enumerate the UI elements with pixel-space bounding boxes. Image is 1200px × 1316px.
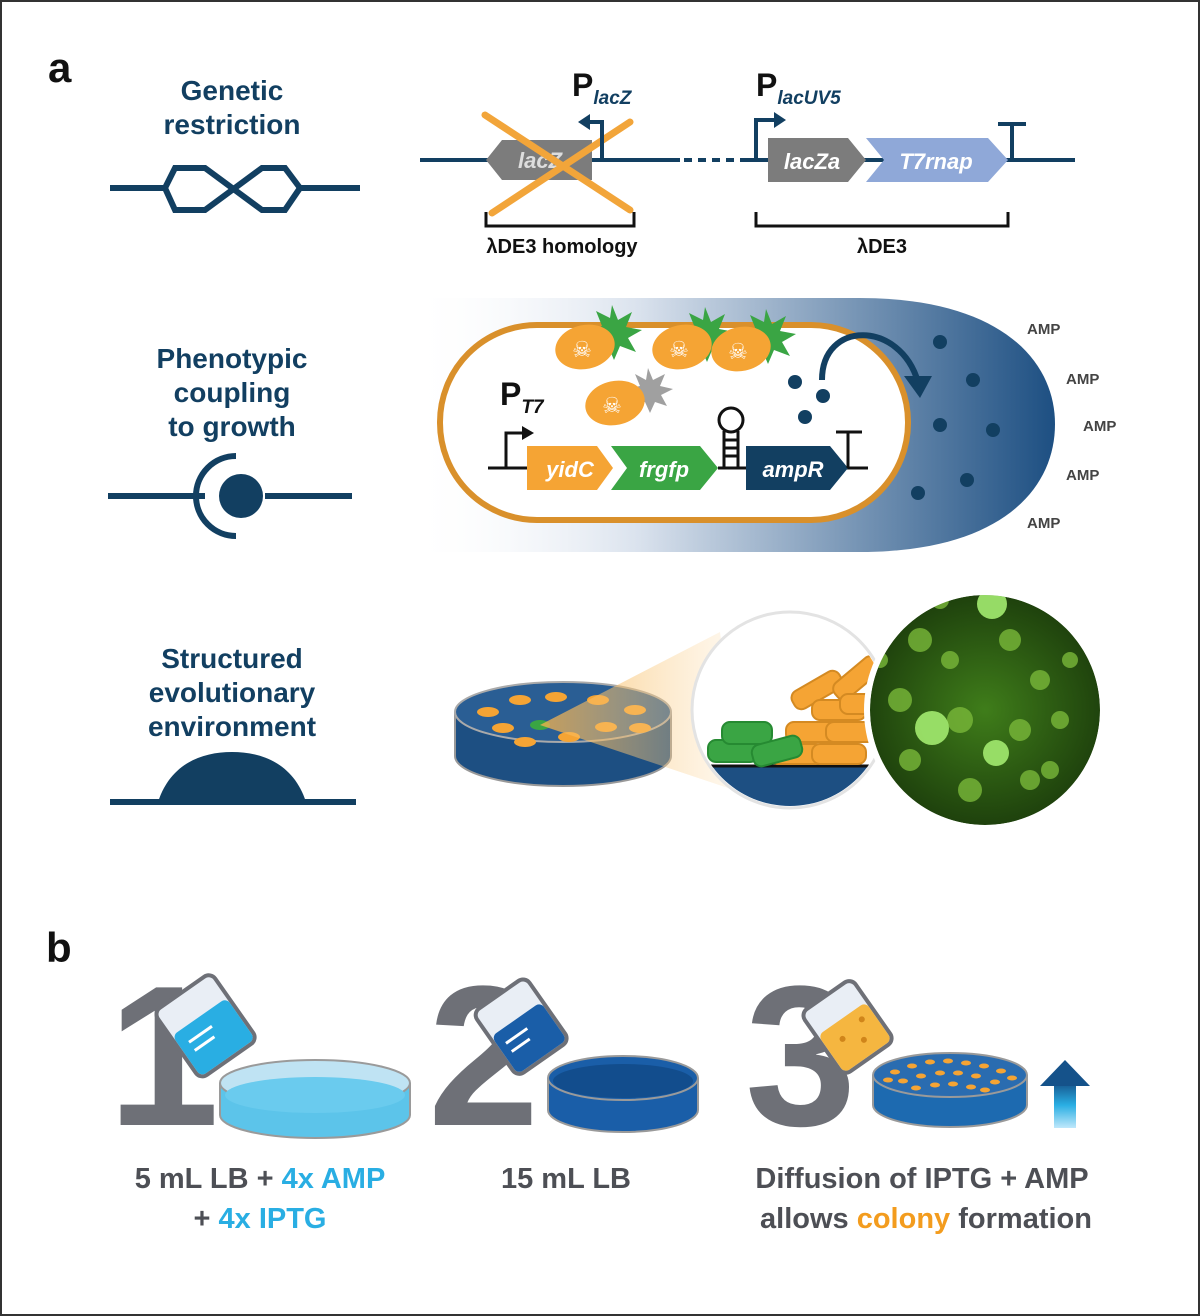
ampr-gene xyxy=(746,446,848,490)
amp-label: AMP xyxy=(1066,467,1099,484)
bracket-lambda-de3-label: λDE3 xyxy=(857,236,907,258)
protein-blob xyxy=(585,380,645,426)
structured-env-title-3: environment xyxy=(148,711,316,742)
export-arrow xyxy=(819,332,921,383)
svg-text:☠: ☠ xyxy=(669,337,689,362)
protein-blob xyxy=(555,324,615,370)
lambda-de3-construct: lacZ PlacZ PlacUV5 lacZa T7rnap xyxy=(420,67,1075,258)
phenotypic-coupling-title-2: coupling xyxy=(174,377,291,408)
row-genetic-restriction: Genetic restriction lacZ P xyxy=(110,67,1075,258)
step-1-caption-line-2: + 4x IPTG xyxy=(194,1203,327,1235)
genetic-restriction-title-1: Genetic xyxy=(181,75,284,106)
panel-b-label: b xyxy=(46,924,72,971)
genetic-restriction-title-2: restriction xyxy=(164,109,301,140)
amp-label: AMP xyxy=(1083,418,1116,435)
pt7-label: PT7 xyxy=(500,376,545,418)
svg-text:☠: ☠ xyxy=(728,339,748,364)
arrow-up-icon xyxy=(1040,1060,1090,1128)
recombination-icon xyxy=(110,165,360,213)
bracket-lambda-de3-homology xyxy=(484,212,636,228)
petri-dish-2 xyxy=(547,1055,699,1133)
step-3: 3 Diffusion o xyxy=(745,945,1092,1235)
amp-label: AMP xyxy=(1066,371,1099,388)
amp-label: AMP xyxy=(1027,321,1060,338)
step-1: 1 5 mL LB + 4x AMP + 4x IPTG xyxy=(108,945,411,1235)
t7rnap-gene-label: T7rnap xyxy=(899,149,972,174)
placuv5-promoter-arrow xyxy=(754,112,786,160)
structured-env-title-1: Structured xyxy=(161,643,303,674)
frgfp-gene-label: frgfp xyxy=(639,457,689,482)
amp-label: AMP xyxy=(1027,515,1060,532)
placz-label: PlacZ xyxy=(572,67,633,109)
svg-text:☠: ☠ xyxy=(602,393,622,418)
phenotypic-coupling-title-1: Phenotypic xyxy=(157,343,308,374)
step-2: 2 15 mL LB xyxy=(428,945,699,1195)
step-1-caption-line-1: 5 mL LB + 4x AMP xyxy=(135,1163,386,1195)
protein-blob xyxy=(711,326,771,372)
row-structured-environment: Structured evolutionary environment xyxy=(110,589,1106,831)
pt7-promoter-arrow xyxy=(488,426,868,470)
row-phenotypic-coupling: Phenotypic coupling to growth xyxy=(108,298,1116,552)
amp-molecules xyxy=(788,335,1000,500)
colony-dome-icon xyxy=(110,752,356,805)
yidc-gene xyxy=(527,446,613,490)
terminator-icon xyxy=(998,122,1026,160)
export-arrowhead xyxy=(904,376,932,398)
terminator-icon xyxy=(836,430,862,468)
t7rnap-gene xyxy=(866,138,1008,182)
cross-out-mark xyxy=(481,111,634,217)
bracket-lambda-de3 xyxy=(754,212,1010,228)
zoom-beam xyxy=(540,632,740,792)
petri-dish-1 xyxy=(219,1059,411,1139)
placuv5-label: PlacUV5 xyxy=(756,67,841,109)
step-3-caption-line-1: Diffusion of IPTG + AMP xyxy=(755,1163,1088,1195)
protein-blob xyxy=(652,324,712,370)
microscopy-image xyxy=(864,589,1106,831)
panel-a-label: a xyxy=(48,44,72,91)
beaker-icon xyxy=(154,973,257,1079)
phenotypic-coupling-title-3: to growth xyxy=(168,411,296,442)
svg-text:☠: ☠ xyxy=(572,337,592,362)
riboswitch-icon xyxy=(717,406,746,470)
zoom-colony-closeup xyxy=(690,610,890,810)
step-2-caption-line-1: 15 mL LB xyxy=(501,1163,631,1195)
amp-labels: AMP AMP AMP AMP AMP xyxy=(1027,321,1116,532)
colonies xyxy=(883,1058,1017,1093)
yidc-gene-label: yidC xyxy=(545,457,595,482)
ampr-gene-label: ampR xyxy=(762,457,823,482)
beaker-icon xyxy=(801,979,894,1075)
skull-icon: ☠ ☠ ☠ ☠ xyxy=(572,337,748,418)
placz-promoter-arrow xyxy=(578,114,604,160)
toxic-protein-cluster: ☠ ☠ ☠ ☠ xyxy=(555,305,796,426)
frgfp-gene xyxy=(611,446,718,490)
step-3-caption-line-2: allows colony formation xyxy=(760,1203,1092,1235)
bracket-lambda-de3-homology-label: λDE3 homology xyxy=(486,236,638,258)
coupling-icon xyxy=(108,453,352,539)
petri-dish-3 xyxy=(872,1052,1028,1128)
lacza-gene xyxy=(768,138,866,182)
structured-env-title-2: evolutionary xyxy=(149,677,316,708)
lacza-gene-label: lacZa xyxy=(784,149,840,174)
beaker-icon xyxy=(473,977,569,1076)
